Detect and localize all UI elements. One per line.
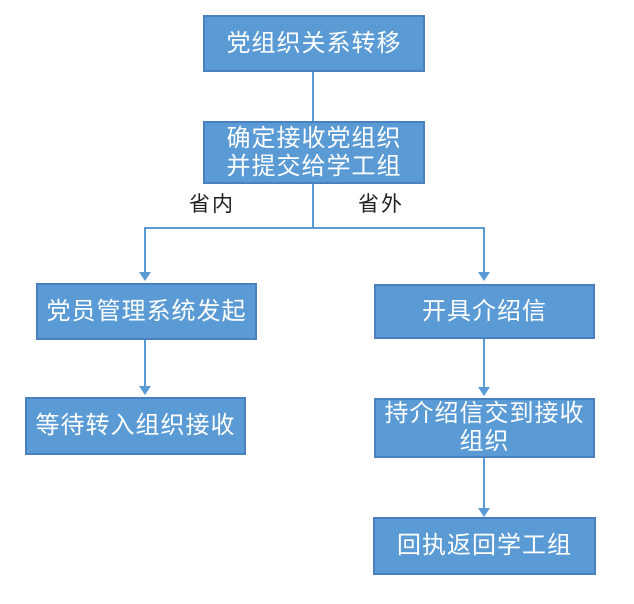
connector-branch-left-drop <box>144 227 146 272</box>
node-right-step2: 持介绍信交到接收 组织 <box>374 398 595 458</box>
branch-horizontal-line <box>145 227 485 229</box>
node-right-step2-line2: 组织 <box>459 428 510 455</box>
branch-label-within-province: 省内 <box>189 193 235 216</box>
arrowhead-left-branch-icon <box>139 272 151 281</box>
connector-root-to-determine <box>312 72 314 121</box>
node-root-label: 党组织关系转移 <box>226 29 402 57</box>
node-right-step2-line1: 持介绍信交到接收 <box>384 400 585 427</box>
node-left-step2-label: 等待转入组织接收 <box>35 412 236 439</box>
node-left-step1-label: 党员管理系统发起 <box>46 297 247 325</box>
connector-right-step1-to-step2 <box>483 339 485 387</box>
node-determine-line1: 确定接收党组织 <box>226 124 402 152</box>
branch-label-outside-province: 省外 <box>358 193 404 216</box>
node-right-step1: 开具介绍信 <box>374 284 595 339</box>
connector-branch-right-drop <box>483 227 485 272</box>
arrowhead-right-step3-icon <box>478 508 490 517</box>
connector-determine-to-branch <box>312 184 314 229</box>
node-right-step1-label: 开具介绍信 <box>422 297 547 325</box>
node-right-step3-label: 回执返回学工组 <box>397 532 572 559</box>
arrowhead-right-branch-icon <box>478 272 490 281</box>
node-right-step3: 回执返回学工组 <box>373 517 596 575</box>
arrowhead-left-step2-icon <box>139 386 151 395</box>
arrowhead-right-step2-icon <box>478 387 490 396</box>
node-left-step2: 等待转入组织接收 <box>25 397 246 455</box>
connector-left-step1-to-step2 <box>144 340 146 386</box>
node-left-step1: 党员管理系统发起 <box>36 283 257 340</box>
connector-right-step2-to-step3 <box>483 458 485 508</box>
node-root: 党组织关系转移 <box>203 15 425 72</box>
node-determine: 确定接收党组织 并提交给学工组 <box>203 121 425 184</box>
node-determine-line2: 并提交给学工组 <box>226 152 402 180</box>
